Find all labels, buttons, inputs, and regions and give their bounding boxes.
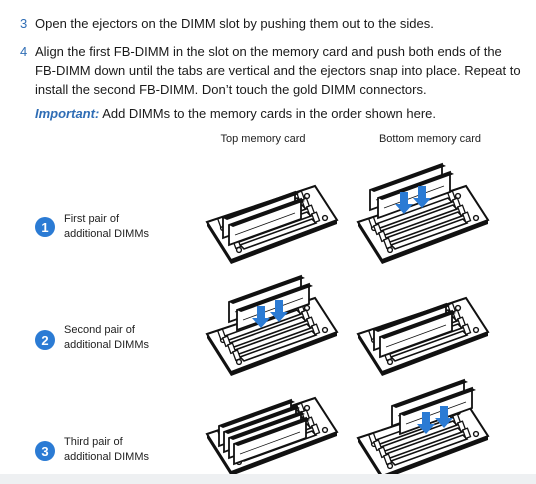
important-note: Important: Add DIMMs to the memory cards… xyxy=(35,104,436,123)
bottom-memory-card-illustration xyxy=(357,297,489,377)
bottom-memory-card-illustration xyxy=(357,379,489,481)
important-label: Important: xyxy=(35,106,100,121)
step-text: Align the first FB-DIMM in the slot on t… xyxy=(35,44,521,97)
top-memory-card-illustration xyxy=(206,397,338,477)
column-heading-bottom: Bottom memory card xyxy=(378,133,482,145)
row-number-badge: 1 xyxy=(35,217,55,237)
row-number-badge: 3 xyxy=(35,441,55,461)
step-number: 4 xyxy=(20,44,28,59)
step-text: Open the ejectors on the DIMM slot by pu… xyxy=(35,16,434,31)
top-memory-card-illustration xyxy=(206,275,338,377)
step-4: 4 Align the first FB-DIMM in the slot on… xyxy=(20,42,525,99)
column-heading-top: Top memory card xyxy=(220,133,306,145)
page-bottom-edge xyxy=(0,474,536,484)
bottom-memory-card-illustration xyxy=(357,163,489,265)
top-memory-card-illustration xyxy=(206,185,338,265)
important-text: Add DIMMs to the memory cards in the ord… xyxy=(102,106,436,121)
row-number-badge: 2 xyxy=(35,330,55,350)
step-3: 3 Open the ejectors on the DIMM slot by … xyxy=(20,14,520,33)
step-number: 3 xyxy=(20,16,28,31)
